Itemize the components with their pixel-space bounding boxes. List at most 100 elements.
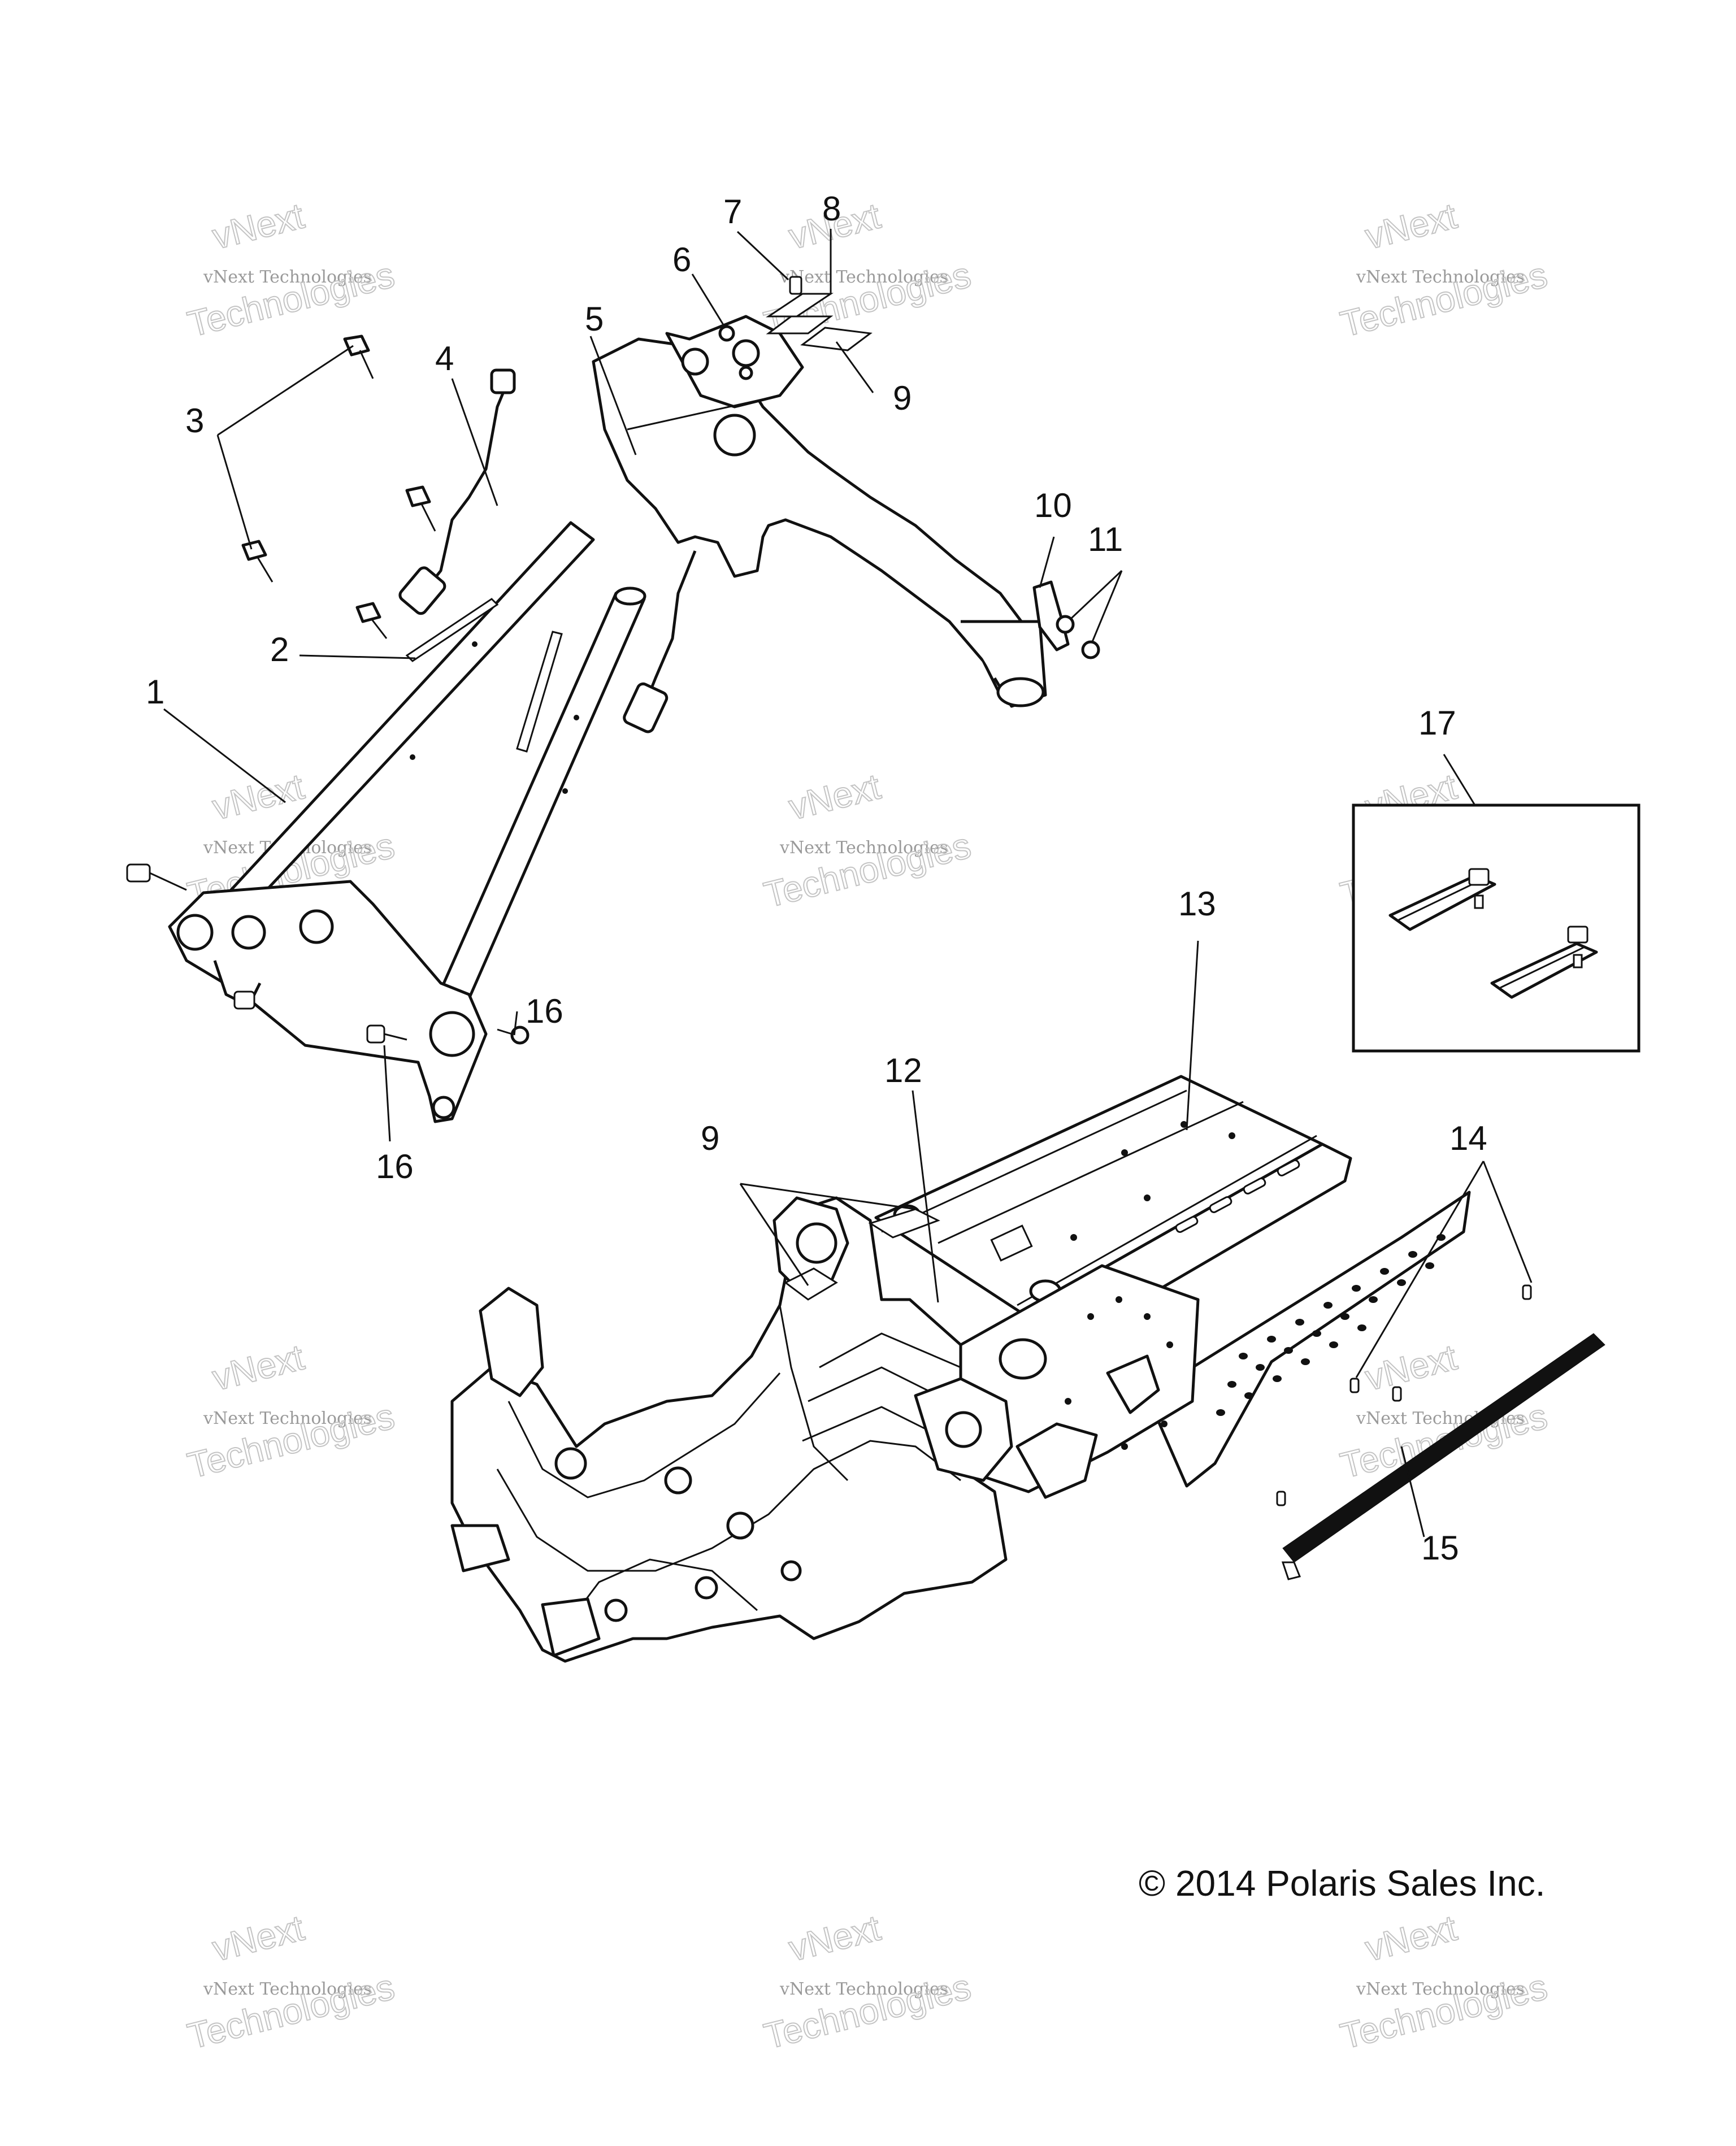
skid-screw bbox=[1573, 954, 1583, 968]
steering-post-head bbox=[665, 315, 804, 409]
screw bbox=[1276, 1491, 1286, 1506]
side-panel-cutout bbox=[1015, 1422, 1098, 1499]
frame-boss bbox=[726, 1511, 754, 1540]
bracket-plate bbox=[766, 293, 873, 351]
tube-hole bbox=[410, 754, 415, 760]
leader-12 bbox=[912, 1090, 939, 1303]
suspension-boss bbox=[945, 1411, 982, 1448]
skid-screw bbox=[1474, 894, 1484, 909]
leader-13 bbox=[1186, 940, 1199, 1131]
skid-cap bbox=[1468, 868, 1490, 886]
post-end bbox=[996, 677, 1045, 707]
leader-15 bbox=[1400, 1446, 1425, 1537]
bolt bbox=[241, 540, 274, 583]
screw bbox=[1392, 1386, 1402, 1402]
tunnel-rivet bbox=[1121, 1149, 1128, 1156]
callout-9-lower: 9 bbox=[701, 1119, 719, 1157]
nut bbox=[1081, 640, 1100, 659]
rail-strip bbox=[1281, 1333, 1605, 1580]
side-panel-port bbox=[999, 1338, 1047, 1380]
tunnel-rail bbox=[1017, 1135, 1317, 1306]
leader-17 bbox=[1443, 754, 1476, 806]
decal bbox=[784, 1267, 838, 1301]
callout-9-upper: 9 bbox=[893, 379, 912, 417]
cable-end-connector bbox=[623, 682, 669, 733]
watermark: vNext vNext Technologies Technologies bbox=[1336, 1906, 1552, 2057]
inset-kit-box bbox=[1352, 803, 1640, 1053]
callout-2: 2 bbox=[270, 631, 289, 668]
tunnel-rivet bbox=[1181, 1121, 1187, 1128]
watermark: vNext vNext Technologies Technologies bbox=[760, 765, 975, 916]
callout-11: 11 bbox=[1088, 520, 1123, 558]
cable-upper bbox=[417, 372, 513, 600]
skid-block bbox=[1490, 926, 1598, 999]
watermark-brand: vNext bbox=[785, 1907, 884, 1969]
post-edge bbox=[627, 394, 780, 431]
steering-post-frame bbox=[592, 337, 1041, 702]
watermark-brand: vNext bbox=[209, 766, 308, 827]
callout-12: 12 bbox=[884, 1052, 922, 1089]
post-boss bbox=[732, 339, 760, 367]
side-panel-cutout bbox=[1106, 1354, 1160, 1414]
callout-4: 4 bbox=[435, 340, 454, 377]
tube-hole bbox=[574, 715, 579, 720]
slot bbox=[1277, 1159, 1300, 1176]
tube-right-end bbox=[614, 587, 646, 606]
callout-14: 14 bbox=[1449, 1119, 1487, 1157]
frame-boss bbox=[664, 1466, 692, 1495]
watermark-brand: vNext bbox=[1361, 1336, 1461, 1398]
callout-10: 10 bbox=[1034, 486, 1072, 524]
cable-end-connector bbox=[398, 566, 446, 615]
cable-eyelet bbox=[490, 368, 516, 394]
leader-1 bbox=[163, 708, 286, 803]
copyright-notice: © 2014 Polaris Sales Inc. bbox=[1139, 1863, 1546, 1904]
watermark-text: vNext Technologies bbox=[203, 267, 372, 287]
strip-plate bbox=[516, 631, 563, 753]
chassis-assembly bbox=[450, 1075, 1471, 1663]
bulkhead-boss bbox=[432, 1096, 455, 1119]
tube-hole bbox=[562, 788, 568, 794]
slot bbox=[1209, 1196, 1232, 1213]
tunnel-rivet bbox=[1070, 1234, 1077, 1241]
leader-2 bbox=[299, 654, 416, 659]
screws-part-14 bbox=[1276, 1284, 1532, 1506]
nut bbox=[739, 366, 753, 380]
leader-9a bbox=[835, 341, 874, 393]
bolt bbox=[126, 863, 187, 891]
watermark: vNext vNext Technologies Technologies bbox=[183, 1336, 399, 1487]
callout-7: 7 bbox=[723, 193, 742, 231]
running-board-holes bbox=[1216, 1234, 1446, 1416]
bolt bbox=[233, 991, 255, 1010]
bulkhead-boss bbox=[429, 1011, 475, 1057]
screw bbox=[1522, 1284, 1532, 1300]
tunnel-rail bbox=[881, 1089, 1187, 1233]
nut bbox=[718, 325, 735, 342]
skid-cap bbox=[1567, 926, 1589, 944]
watermark-text: vNext Technologies bbox=[1356, 1979, 1525, 1999]
watermark-text: vNext Technologies bbox=[1356, 267, 1525, 287]
tunnel-rail bbox=[938, 1101, 1244, 1244]
nut bbox=[1056, 615, 1075, 634]
frame-boss bbox=[780, 1560, 802, 1582]
skid-block bbox=[1388, 868, 1496, 931]
leader-11 bbox=[1070, 570, 1123, 620]
watermark-text: vNext Technologies bbox=[779, 267, 948, 287]
frame-boss bbox=[695, 1576, 718, 1600]
watermark: vNext vNext Technologies Technologies bbox=[1336, 194, 1552, 345]
slot bbox=[1175, 1216, 1199, 1233]
strip-plate bbox=[405, 598, 499, 662]
mount-plate bbox=[450, 1524, 510, 1572]
callout-8: 8 bbox=[822, 190, 841, 228]
screw bbox=[789, 276, 802, 295]
bulkhead-boss bbox=[176, 914, 214, 951]
bulkhead-boss bbox=[299, 909, 334, 944]
leader-9b bbox=[739, 1183, 809, 1286]
callout-17: 17 bbox=[1418, 704, 1456, 742]
front-tube-assembly bbox=[126, 368, 697, 1123]
frame-boss bbox=[554, 1447, 587, 1480]
watermark-text: vNext Technologies bbox=[203, 1979, 372, 1999]
callout-15: 15 bbox=[1421, 1529, 1459, 1567]
watermark: vNext vNext Technologies Technologies bbox=[1336, 1336, 1552, 1487]
bolt bbox=[366, 1024, 407, 1044]
